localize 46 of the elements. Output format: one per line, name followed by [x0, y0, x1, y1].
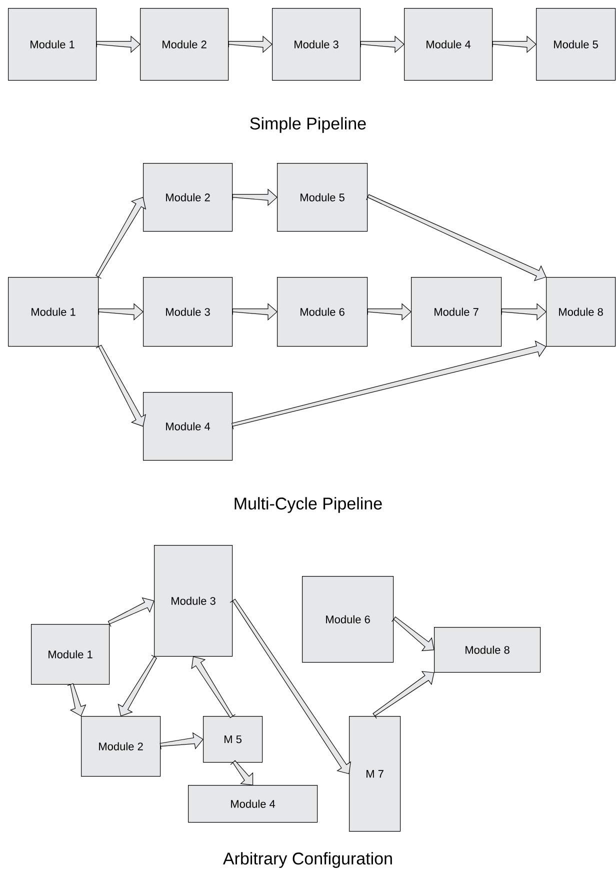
module-box: Module 8: [546, 277, 616, 347]
section-title: Simple Pipeline: [250, 117, 366, 133]
module-box: Module 4: [404, 8, 493, 81]
block-arrow: [67, 683, 86, 716]
module-box: Module 2: [143, 163, 233, 232]
module-box: Module 6: [302, 576, 394, 663]
block-arrow: [392, 616, 434, 652]
block-arrow: [228, 36, 272, 53]
block-arrow: [232, 303, 278, 320]
section-title: Arbitrary Configuration: [223, 852, 392, 868]
block-arrow: [98, 303, 144, 320]
block-arrow: [230, 760, 254, 786]
block-arrow: [160, 732, 204, 750]
block-arrow: [96, 344, 146, 427]
block-arrow: [230, 598, 351, 774]
block-arrow: [108, 597, 154, 627]
block-arrow: [96, 36, 140, 53]
module-box: Module 6: [277, 277, 368, 347]
module-box: M 7: [349, 716, 401, 832]
module-box: M 5: [203, 716, 263, 763]
module-box: Module 3: [154, 545, 233, 657]
module-box: Module 4: [188, 785, 318, 823]
module-box: Module 1: [8, 8, 97, 81]
block-arrow: [492, 36, 536, 53]
block-arrow: [366, 194, 546, 282]
block-arrow: [96, 196, 146, 279]
module-box: Module 5: [536, 8, 616, 81]
block-arrow: [191, 656, 236, 718]
module-box: Module 3: [272, 8, 361, 81]
module-box: Module 5: [277, 163, 368, 232]
block-arrow: [232, 188, 278, 206]
block-arrow: [372, 671, 434, 719]
block-arrow: [367, 303, 412, 320]
module-box: Module 2: [140, 8, 229, 81]
block-arrow: [118, 654, 158, 716]
module-box: Module 3: [143, 277, 233, 347]
block-arrow: [501, 303, 546, 320]
block-arrow: [360, 36, 404, 53]
module-box: Module 1: [31, 624, 110, 685]
block-arrow: [232, 340, 546, 430]
module-box: Module 7: [411, 277, 502, 347]
module-box: Module 4: [143, 392, 233, 461]
module-box: Module 8: [434, 627, 541, 673]
module-box: Module 1: [8, 277, 99, 347]
section-title: Multi-Cycle Pipeline: [234, 497, 382, 513]
module-box: Module 2: [81, 716, 161, 777]
